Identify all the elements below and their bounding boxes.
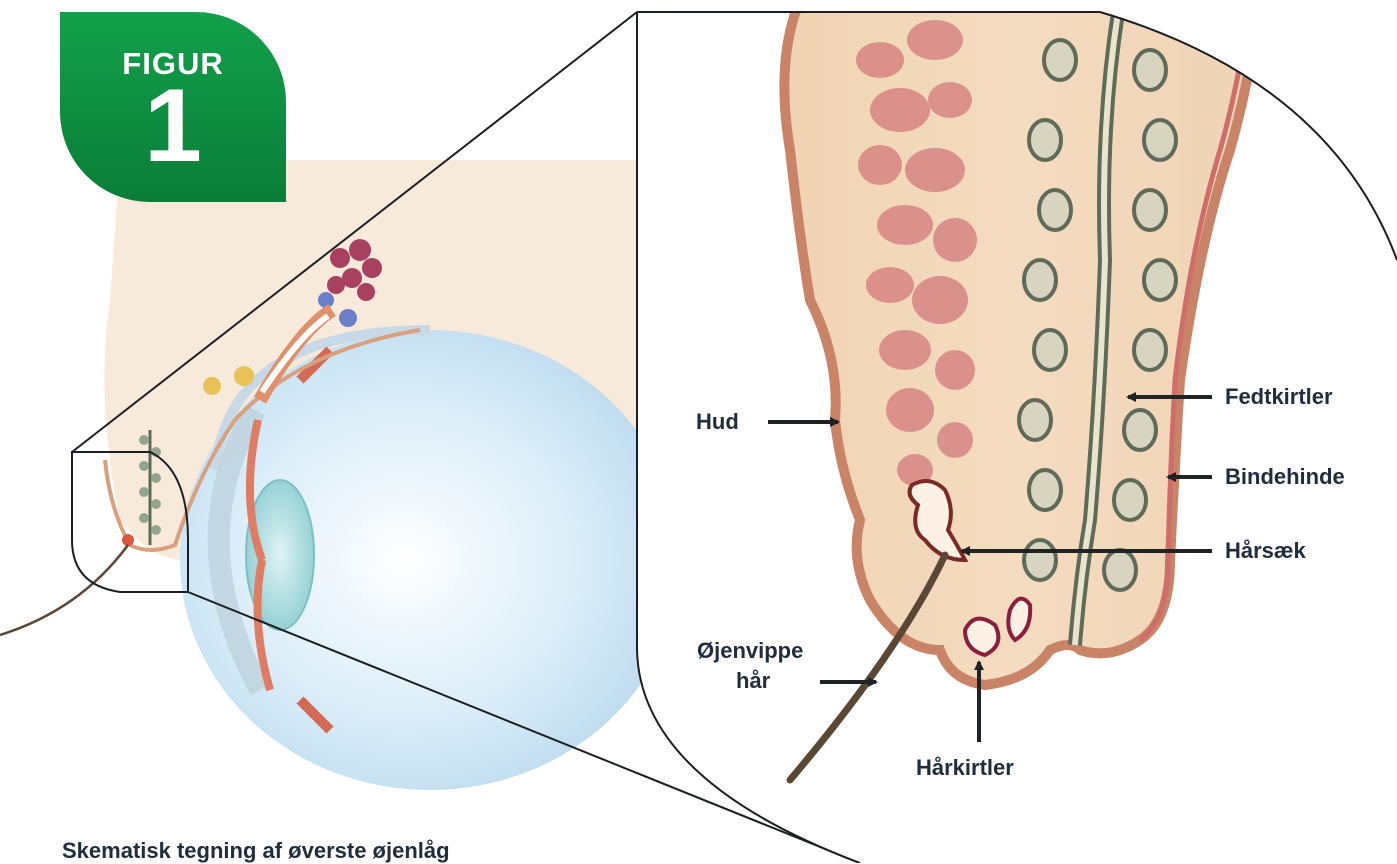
figure-badge: FIGUR 1 — [60, 12, 286, 202]
label-fedtkirtler: Fedtkirtler — [1225, 383, 1333, 411]
figure-badge-number: 1 — [60, 74, 286, 178]
label-ojenvippe-line1: Øjenvippe — [697, 637, 803, 665]
label-bindehinde: Bindehinde — [1225, 463, 1345, 491]
figure-caption: Skematisk tegning af øverste øjenlåg — [62, 838, 450, 864]
overview-eye — [0, 160, 680, 790]
label-ojenvippe-line2: hår — [736, 667, 770, 695]
zoom-panel — [637, 0, 1397, 863]
label-harkirtler: Hårkirtler — [916, 754, 1014, 782]
label-harsaek: Hårsæk — [1225, 537, 1306, 565]
label-hud: Hud — [696, 408, 739, 436]
